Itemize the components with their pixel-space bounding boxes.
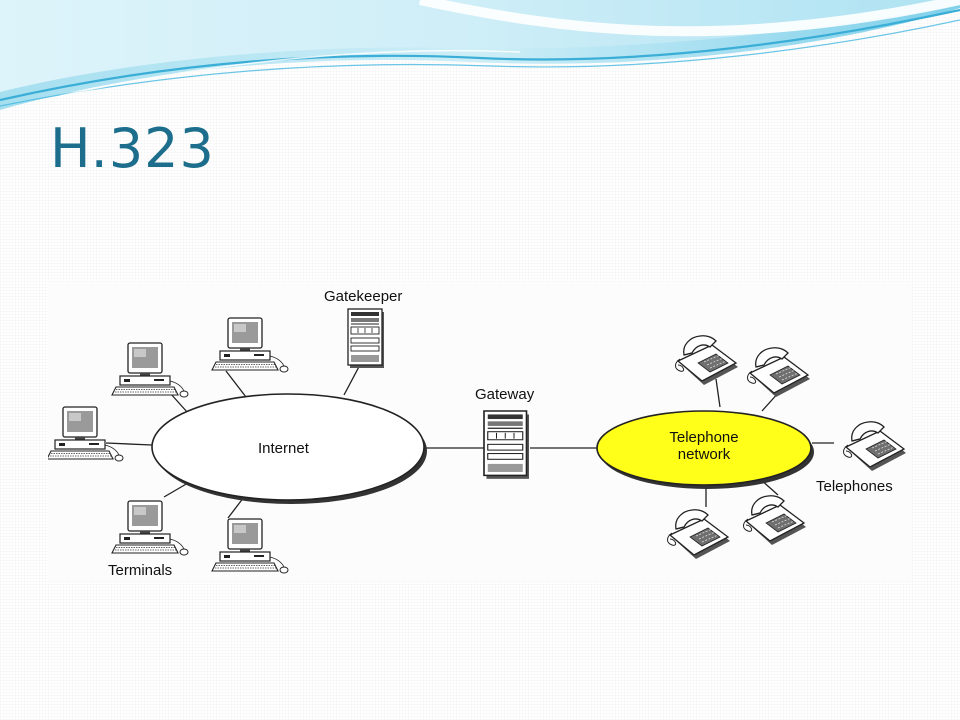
header-wave-decoration [0, 0, 960, 110]
terminal-computer-icon [48, 406, 124, 462]
slide-title: H.323 [50, 117, 215, 180]
telephone-network-label-line2: network [677, 446, 731, 464]
terminal-computer-icon [211, 317, 289, 373]
telephone-icon [666, 509, 731, 560]
telephone-icon [742, 495, 807, 546]
telephone-icon [746, 347, 811, 398]
internet-label: Internet [258, 440, 309, 457]
telephones-label: Telephones [816, 478, 893, 495]
gateway-label: Gateway [475, 386, 535, 403]
telephone-network-label-line1: Telephone [669, 429, 739, 446]
gatekeeper-server-icon [347, 308, 385, 369]
telephone-icon [842, 421, 907, 472]
telephone-network-label: Telephone network [656, 429, 752, 464]
h323-network-diagram: Gatekeeper Gateway Internet Telephone ne… [48, 283, 912, 581]
terminal-computer-icon [211, 518, 289, 574]
terminal-computer-icon [111, 342, 189, 398]
gatekeeper-label: Gatekeeper [324, 288, 403, 305]
terminal-computer-icon [111, 500, 189, 556]
telephone-network-ellipse [596, 410, 812, 486]
terminals-label: Terminals [108, 562, 173, 579]
telephone-icon [674, 335, 739, 386]
gateway-server-icon [483, 410, 530, 480]
internet-ellipse [151, 393, 425, 501]
